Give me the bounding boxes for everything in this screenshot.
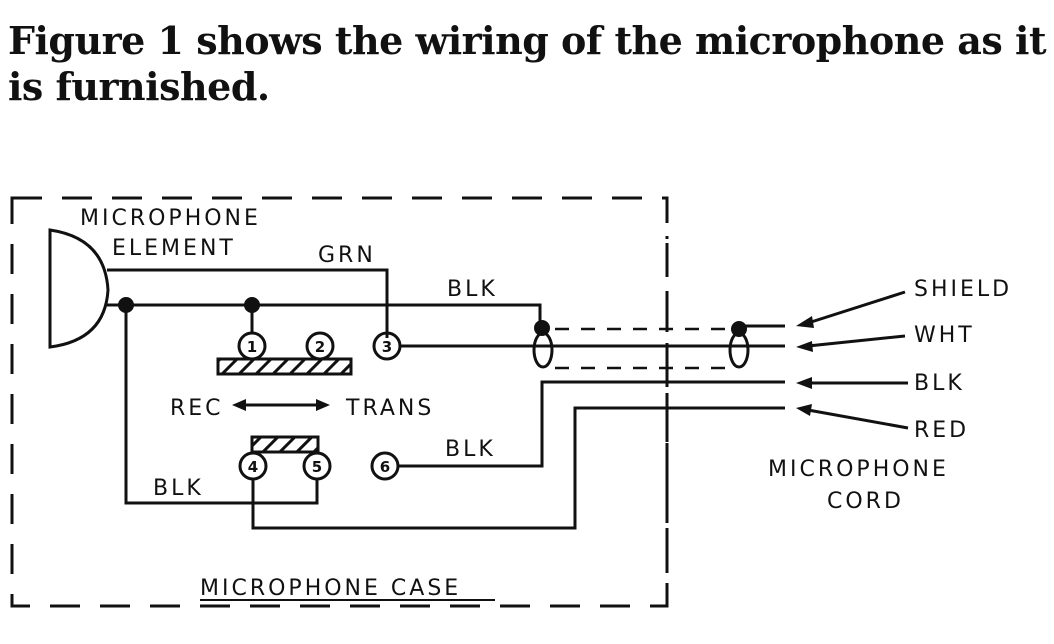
svg-text:1: 1 [247, 338, 257, 356]
wire-label-blk-top: BLK [447, 277, 498, 302]
microphone-case-label: MICROPHONE CASE [200, 576, 461, 601]
terminal-2: 2 [305, 331, 335, 361]
terminal-1: 1 [237, 331, 267, 361]
shield-clamp-left [532, 331, 554, 369]
wire-blk-top [107, 303, 542, 328]
svg-text:4: 4 [248, 458, 258, 476]
svg-text:2: 2 [315, 338, 325, 356]
terminal-4: 4 [238, 451, 268, 481]
wire-blk-left [124, 305, 319, 505]
microphone-element-label-1: MICROPHONE [80, 206, 261, 231]
arrow-red [796, 404, 909, 430]
switch-label-trans: TRANS [345, 396, 434, 421]
cord-label-shield: SHIELD [914, 277, 1012, 302]
microphone-cord-label-1: MICROPHONE [768, 457, 949, 482]
microphone-cord-label-2: CORD [827, 489, 904, 514]
wire-red [251, 406, 785, 530]
switch-contact-bar-top [216, 357, 353, 376]
svg-text:3: 3 [382, 338, 392, 356]
cord-label-blk: BLK [914, 371, 965, 396]
wire-label-blk-left: BLK [153, 476, 204, 501]
wire-grn [107, 268, 389, 338]
terminal-5: 5 [302, 451, 332, 481]
microphone-element-label-2: ELEMENT [112, 236, 236, 261]
wire-label-grn: GRN [318, 243, 376, 268]
arrow-shield [796, 290, 906, 328]
arrow-wht [796, 334, 906, 352]
wire-label-blk-mid: BLK [445, 437, 496, 462]
intro-paragraph: Figure 1 shows the wiring of the microph… [8, 18, 1047, 109]
double-arrow-icon [232, 399, 330, 411]
svg-text:5: 5 [312, 458, 322, 476]
switch-contact-bar-bottom [250, 435, 320, 454]
svg-text:6: 6 [380, 458, 390, 476]
microphone-element-icon [48, 228, 110, 349]
terminal-6: 6 [370, 451, 400, 481]
arrow-blk [796, 377, 908, 389]
cord-label-wht: WHT [914, 323, 975, 348]
wire-blk-mid [398, 380, 785, 468]
cord-label-red: RED [914, 418, 969, 443]
shield-clamp-right [728, 331, 750, 369]
switch-label-rec: REC [170, 396, 224, 421]
